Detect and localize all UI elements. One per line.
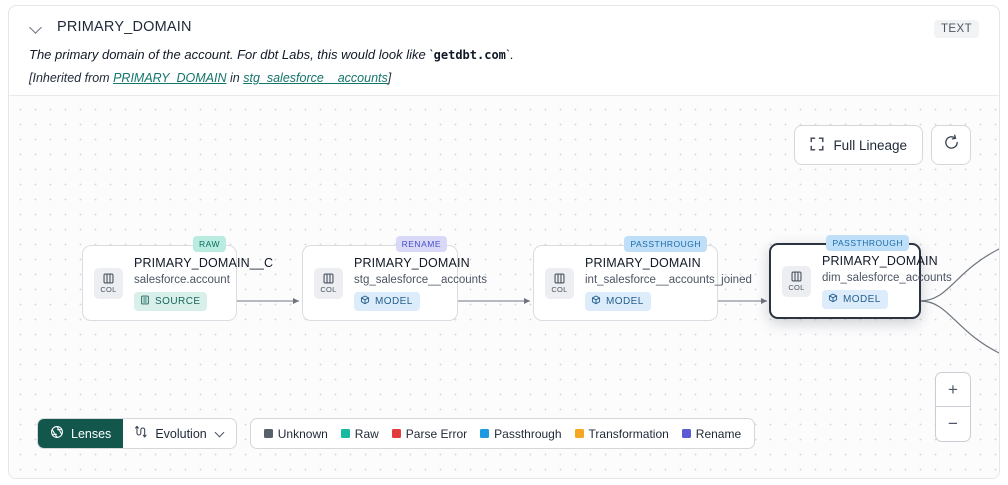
inherited-column-link[interactable]: PRIMARY_DOMAIN xyxy=(113,70,227,85)
cube-icon xyxy=(591,295,601,308)
node-table-name: dim_salesforce_accounts xyxy=(822,271,952,284)
aperture-icon xyxy=(50,425,64,442)
legend-label: Passthrough xyxy=(494,426,562,441)
col-icon: COL xyxy=(94,267,123,299)
node-column-name: PRIMARY_DOMAIN xyxy=(822,253,938,268)
cube-icon xyxy=(828,293,838,306)
legend-label: Rename xyxy=(695,426,742,441)
lens-group: Lenses Evolution xyxy=(37,418,237,449)
node-column-name: PRIMARY_DOMAIN xyxy=(354,255,470,270)
legend-swatch xyxy=(391,429,401,438)
description-code: getdbt.com xyxy=(433,48,506,62)
col-icon: COL xyxy=(545,267,574,299)
column-description: The primary domain of the account. For d… xyxy=(29,46,979,65)
lineage-canvas[interactable]: Full Lineage RAW COL xyxy=(9,95,999,478)
node-tag: RENAME xyxy=(395,236,447,252)
zoom-controls: + − xyxy=(935,372,971,442)
node-kind-badge: MODEL xyxy=(822,289,888,309)
edge-4-lower xyxy=(919,300,999,354)
node-table-name: int_salesforce__accounts_joined xyxy=(585,273,752,286)
node-column-name: PRIMARY_DOMAIN__C xyxy=(134,255,274,270)
panel-header: PRIMARY_DOMAIN TEXT The primary domain o… xyxy=(9,6,999,94)
evolution-icon xyxy=(134,425,148,442)
lineage-node[interactable]: RENAME COL PRIMARY_DOMAIN stg_salesforce… xyxy=(302,236,487,321)
page-title: PRIMARY_DOMAIN xyxy=(57,19,192,35)
lenses-label: Lenses xyxy=(71,426,112,441)
node-table-name: stg_salesforce__accounts xyxy=(354,273,487,286)
col-chip-label: COL xyxy=(551,285,568,295)
legend-label: Raw xyxy=(354,426,379,441)
node-column-name: PRIMARY_DOMAIN xyxy=(585,255,701,270)
canvas-toolbar: Full Lineage xyxy=(794,125,971,165)
status-badge: TEXT xyxy=(934,20,979,38)
refresh-icon xyxy=(943,134,960,156)
node-kind-badge: SOURCE xyxy=(134,291,208,311)
node-kind-label: MODEL xyxy=(375,295,413,307)
node-tag: PASSTHROUGH xyxy=(826,235,909,251)
node-kind-badge: MODEL xyxy=(585,291,651,311)
description-text-post: `. xyxy=(505,47,514,62)
col-icon: COL xyxy=(782,265,811,297)
inherited-model-link[interactable]: stg_salesforce__accounts xyxy=(243,70,388,85)
legend-item-passthrough: Passthrough xyxy=(480,426,562,441)
col-chip-label: COL xyxy=(788,283,805,293)
node-tag: PASSTHROUGH xyxy=(624,236,707,252)
legend-item-transformation: Transformation xyxy=(574,426,669,441)
evolution-dropdown[interactable]: Evolution xyxy=(123,419,235,448)
chevron-down-icon[interactable] xyxy=(29,20,43,34)
col-chip-label: COL xyxy=(100,285,117,295)
node-kind-badge: MODEL xyxy=(354,291,420,311)
column-detail-panel: PRIMARY_DOMAIN TEXT The primary domain o… xyxy=(8,5,1000,479)
legend-swatch xyxy=(574,429,584,438)
node-kind-label: SOURCE xyxy=(155,295,201,307)
legend-item-rename: Rename xyxy=(681,426,742,441)
expand-icon xyxy=(810,137,824,154)
full-lineage-button[interactable]: Full Lineage xyxy=(794,125,923,165)
node-table-name: salesforce.account xyxy=(134,273,230,286)
node-kind-label: MODEL xyxy=(843,293,881,305)
source-icon xyxy=(140,295,150,308)
legend-item-raw: Raw xyxy=(340,426,379,441)
col-icon: COL xyxy=(314,267,343,299)
description-text-pre: The primary domain of the account. For d… xyxy=(29,47,434,62)
refresh-button[interactable] xyxy=(931,125,971,165)
cube-icon xyxy=(360,295,370,308)
node-tag: RAW xyxy=(192,236,226,252)
col-chip-label: COL xyxy=(320,285,337,295)
node-kind-label: MODEL xyxy=(606,295,644,307)
lineage-node[interactable]: RAW COL PRIMARY_DOMAIN__C salesforce.acc… xyxy=(82,236,273,321)
canvas-bottom-bar: Lenses Evolution xyxy=(37,418,756,449)
inherited-mid: in xyxy=(226,70,244,85)
legend-label: Unknown xyxy=(277,426,328,441)
full-lineage-label: Full Lineage xyxy=(833,137,907,153)
lineage-legend: Unknown Raw Parse Error Passthrough Tran… xyxy=(249,418,756,449)
legend-label: Parse Error xyxy=(405,426,468,441)
inherited-from: [Inherited from PRIMARY_DOMAIN in stg_sa… xyxy=(29,71,979,85)
legend-label: Transformation xyxy=(588,426,669,441)
legend-swatch xyxy=(263,429,273,438)
legend-swatch xyxy=(681,429,691,438)
lenses-button[interactable]: Lenses xyxy=(38,419,124,448)
legend-item-parse-error: Parse Error xyxy=(391,426,468,441)
zoom-out-button[interactable]: − xyxy=(948,414,958,433)
legend-swatch xyxy=(340,429,350,438)
lineage-node[interactable]: PASSTHROUGH COL PRIMARY_DOMAIN int_sales… xyxy=(533,236,752,321)
lineage-node-selected[interactable]: PASSTHROUGH COL PRIMARY_DOMAIN dim_sales… xyxy=(769,235,952,319)
legend-item-unknown: Unknown xyxy=(263,426,328,441)
evolution-label: Evolution xyxy=(155,426,207,441)
zoom-in-button[interactable]: + xyxy=(936,373,970,407)
legend-swatch xyxy=(480,429,490,438)
inherited-prefix: [Inherited from xyxy=(29,70,114,85)
inherited-suffix: ] xyxy=(387,70,392,85)
chevron-down-icon xyxy=(216,429,225,438)
